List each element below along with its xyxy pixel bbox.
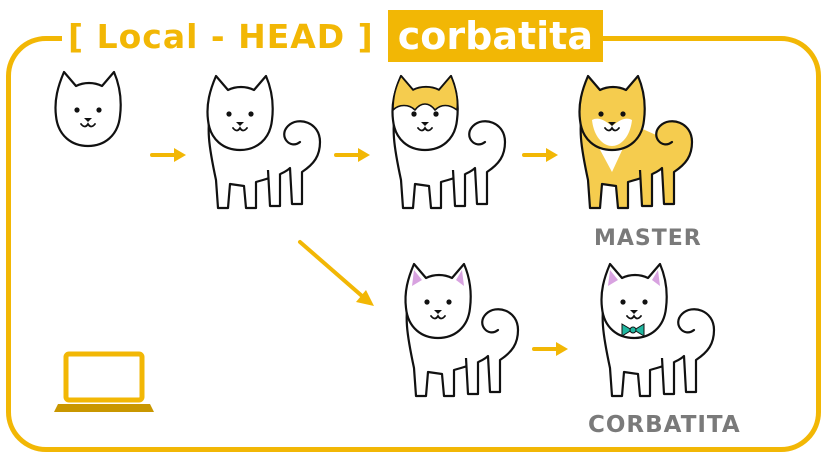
arrow-right-icon — [532, 340, 570, 358]
corbatita-branch-label: CORBATITA — [588, 412, 741, 438]
master-branch-label: MASTER — [594, 226, 702, 251]
dog-partial-color-icon — [391, 74, 507, 210]
dog-outline-icon — [206, 74, 322, 210]
arrow-diagonal-icon — [298, 240, 374, 306]
arrow-right-icon — [522, 146, 560, 164]
dog-shiba-icon — [578, 74, 694, 210]
dog-pink-ears-icon — [404, 262, 520, 398]
branch-name-badge: corbatita — [387, 10, 603, 62]
local-head-title: [ Local - HEAD ] — [62, 16, 388, 56]
arrow-right-icon — [334, 146, 372, 164]
page-title: [ Local - HEAD ] corbatita — [62, 10, 603, 62]
arrow-right-icon — [150, 146, 188, 164]
dog-bowtie-icon — [600, 262, 716, 398]
laptop-icon — [54, 351, 154, 412]
puppy-head-icon — [54, 70, 122, 148]
